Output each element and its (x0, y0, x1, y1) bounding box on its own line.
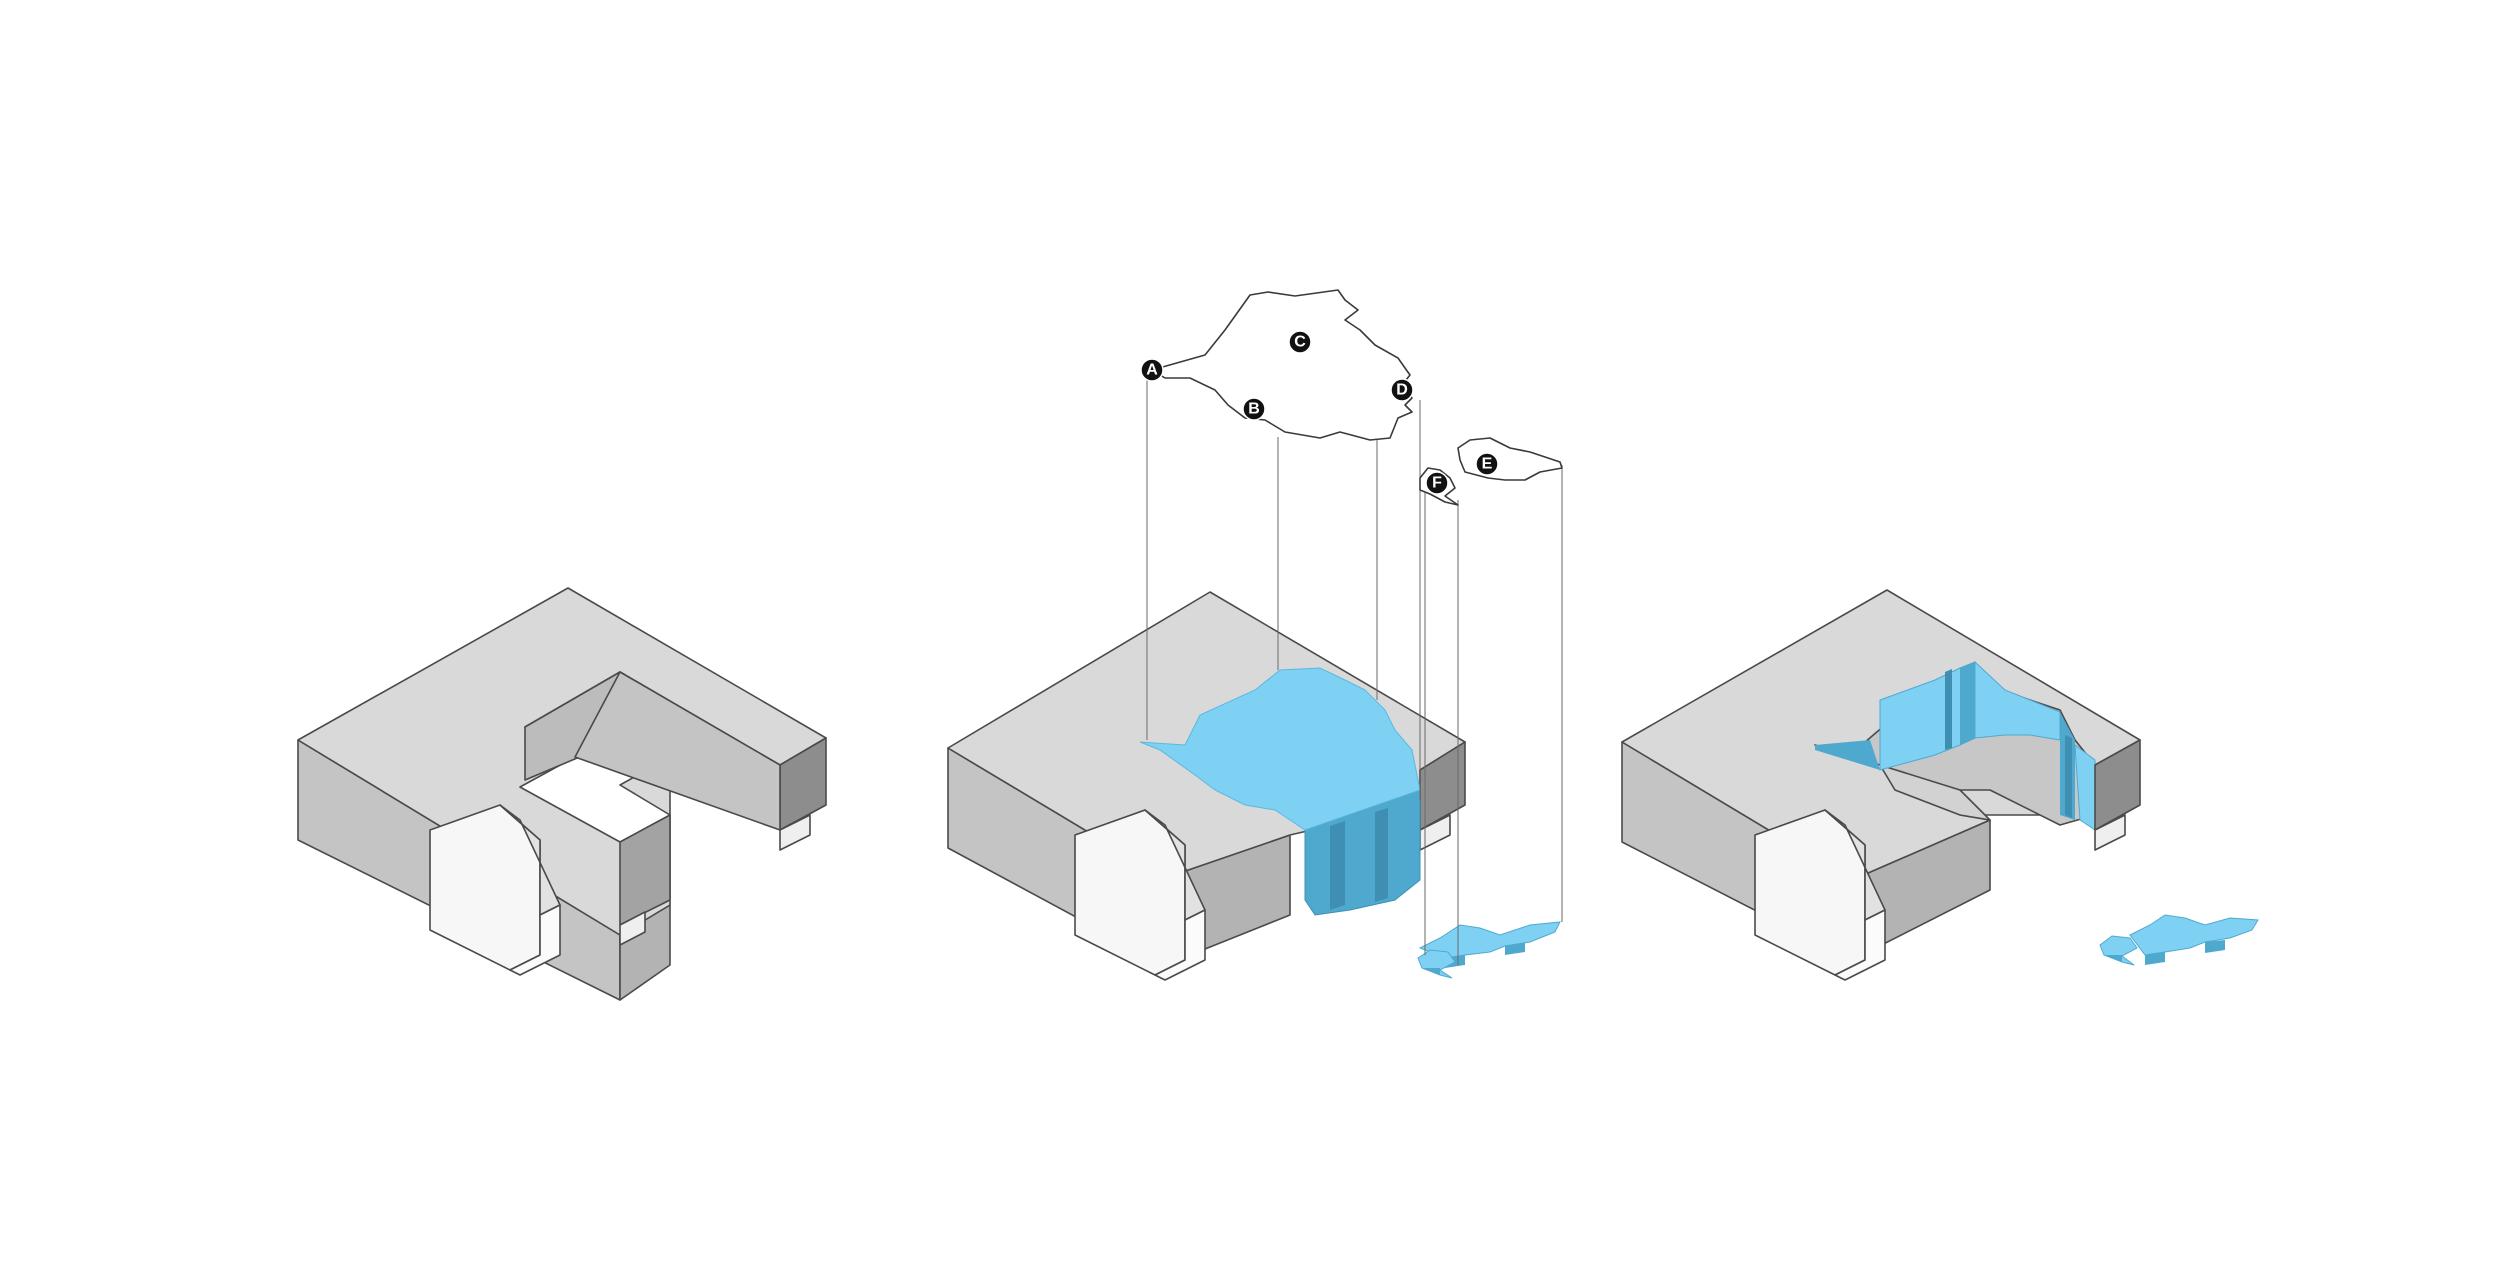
house-volume-1 (429, 804, 561, 976)
water-fragments-3 (2099, 914, 2259, 966)
svg-text:A: A (1146, 362, 1158, 379)
marker-d: D (1390, 378, 1414, 402)
house-volume-2 (1074, 809, 1206, 981)
water-fragments-2 (1417, 921, 1561, 979)
svg-text:F: F (1432, 475, 1442, 492)
svg-text:E: E (1482, 456, 1493, 473)
projection-lines (1146, 372, 1563, 965)
house-volume-3 (1754, 809, 1886, 981)
marker-a: A (1140, 358, 1164, 382)
marker-c: C (1288, 330, 1312, 354)
building-mass-2: A B C D E F (947, 289, 1563, 981)
svg-text:D: D (1396, 382, 1408, 399)
marker-b: B (1242, 397, 1266, 421)
building-mass-3 (1621, 589, 2259, 981)
svg-text:B: B (1248, 401, 1260, 418)
building-mass-1 (297, 587, 827, 1001)
water-volume-2 (1139, 667, 1421, 916)
marker-f: F (1425, 471, 1449, 495)
svg-text:C: C (1294, 334, 1306, 351)
marker-e: E (1475, 452, 1499, 476)
site-outline-main (1151, 289, 1413, 441)
